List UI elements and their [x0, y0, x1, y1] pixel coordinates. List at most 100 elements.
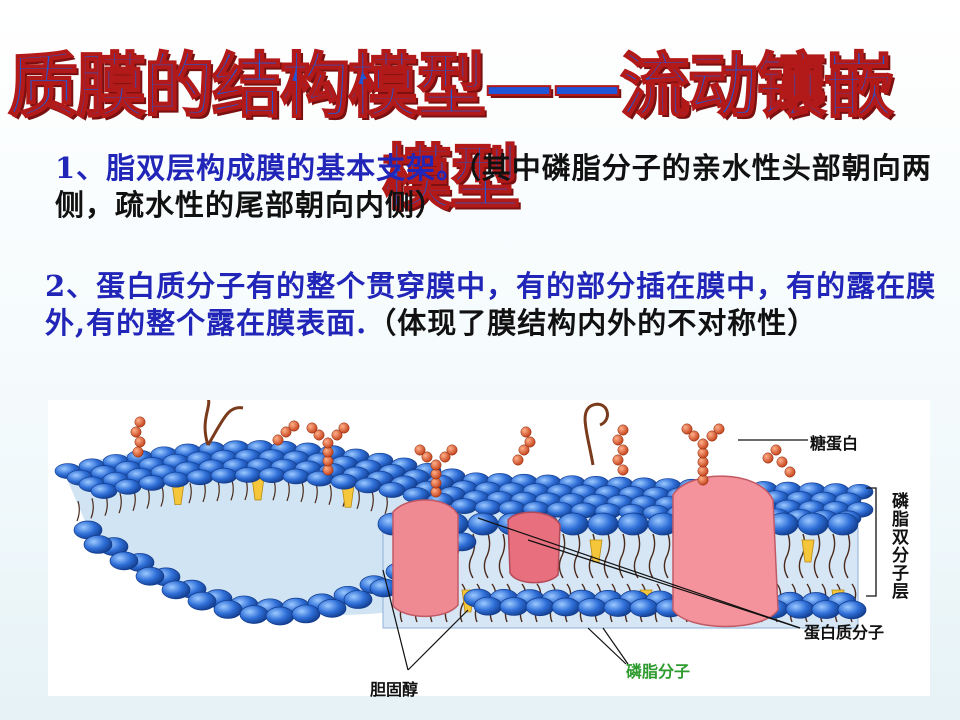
fatty-acid-tail	[160, 486, 164, 507]
fatty-acid-tail	[573, 533, 581, 579]
phospholipid-head	[525, 597, 555, 617]
fatty-acid-tail	[558, 533, 566, 579]
fatty-acid-tail	[230, 480, 234, 501]
fatty-acid-tail	[188, 483, 192, 504]
membrane-diagram: 糖蛋白 磷脂双分子层 蛋白质分子 磷脂分子 胆固醇	[48, 400, 930, 699]
phospholipid-head	[330, 473, 358, 490]
sugar-bead	[414, 444, 426, 456]
sugar-bead	[421, 451, 433, 463]
sugar-bead	[512, 454, 524, 466]
fatty-acid-tail	[828, 533, 836, 579]
fatty-acid-tail	[370, 491, 374, 512]
phospholipid-head	[90, 483, 118, 499]
phospholipid-head	[587, 512, 619, 536]
phospholipid-head	[138, 475, 166, 491]
sugar-bead	[762, 452, 774, 464]
carbohydrate-strand	[203, 400, 244, 446]
cholesterol-molecule	[589, 539, 603, 563]
phospholipid-head	[785, 599, 815, 619]
sugar-bead	[132, 446, 144, 458]
sugar-bead	[697, 438, 709, 450]
fatty-acid-tail	[783, 533, 791, 579]
fatty-acid-tail	[618, 533, 626, 579]
phospholipid-head	[186, 469, 214, 486]
cholesterol-molecule	[801, 539, 815, 563]
leader-line-chol	[382, 569, 409, 671]
phospholipid-head	[797, 512, 829, 536]
phospholipid-head	[827, 512, 859, 536]
phospholipid-head	[603, 598, 633, 617]
point-1-statement: 1、脂双层构成膜的基本支架。	[55, 151, 467, 185]
phospholipid-head	[282, 468, 310, 485]
phospholipid-head	[354, 477, 382, 494]
phospholipid-head	[239, 605, 269, 624]
phospholipid-head	[83, 535, 113, 554]
sugar-bead	[524, 436, 536, 448]
phospholipid-head	[837, 600, 867, 620]
phospholipid-head	[551, 597, 581, 617]
fatty-acid-tail	[648, 533, 656, 579]
sugar-bead	[288, 420, 300, 432]
sugar-bead	[784, 466, 796, 478]
fatty-acid-tail	[603, 533, 611, 579]
sugar-bead	[681, 423, 693, 435]
membrane-illustration	[54, 400, 877, 671]
label-cholesterol: 胆固醇	[370, 680, 419, 699]
carbohydrate-strand	[583, 402, 609, 466]
phospholipid-head	[557, 512, 589, 536]
sugar-bead	[617, 424, 629, 436]
leader-line-protein	[477, 517, 801, 629]
leader-line-protein	[527, 539, 801, 629]
phospholipid-head	[499, 597, 529, 616]
phospholipid-head	[234, 467, 262, 483]
sugar-bead	[272, 434, 284, 446]
fatty-acid-tail	[76, 500, 80, 522]
phospholipid-head	[629, 598, 659, 618]
sugar-bead	[612, 434, 624, 446]
phospholipid-head	[161, 580, 191, 600]
leader-line-chol	[407, 609, 469, 671]
leader-line-phospho	[602, 627, 629, 665]
phospholipid-head	[114, 478, 142, 495]
sugar-bead	[280, 426, 292, 438]
bilayer-bracket	[866, 487, 877, 597]
sugar-bead	[770, 444, 782, 456]
sugar-bead	[306, 422, 318, 434]
sugar-bead	[518, 444, 530, 456]
sugar-bead	[713, 423, 725, 435]
phospholipid-head	[378, 482, 406, 498]
fatty-acid-tail	[843, 533, 851, 579]
phospholipid-head	[473, 596, 503, 616]
sugar-bead	[520, 426, 532, 438]
sugar-bead	[617, 464, 629, 476]
phospholipid-head	[187, 591, 217, 611]
phospholipid-head	[291, 604, 321, 624]
sugar-bead	[612, 454, 624, 466]
phospholipid-head	[213, 600, 243, 619]
sugar-bead	[134, 436, 146, 448]
phospholipid-head	[135, 566, 165, 586]
sugar-bead	[706, 430, 718, 442]
sugar-bead	[130, 426, 142, 438]
point-2: 2、蛋白质分子有的整个贯穿膜中，有的部分插在膜中，有的露在膜外,有的整个露在膜表…	[45, 268, 950, 342]
phospholipid-head	[265, 606, 295, 626]
phospholipid-head	[617, 512, 649, 536]
phospholipid-head	[467, 512, 499, 536]
phospholipid-head	[343, 590, 373, 609]
sugar-bead	[331, 429, 343, 441]
fatty-acid-tail	[300, 481, 304, 503]
phospholipid-head	[109, 551, 139, 571]
label-phospholipid-bilayer: 磷脂双分子层	[888, 492, 908, 600]
sugar-bead	[430, 459, 442, 471]
leader-line-phospho	[587, 627, 627, 665]
phospholipid-head	[258, 467, 286, 484]
sugar-bead	[322, 437, 334, 449]
phospholipid-head	[474, 499, 502, 516]
point-2-statement: 2、蛋白质分子有的整个贯穿膜中，有的部分插在膜中，有的露在膜外,有的整个露在膜表…	[45, 269, 937, 340]
label-glycoprotein: 糖蛋白	[810, 434, 859, 453]
sugar-bead	[134, 416, 146, 428]
fatty-acid-tail	[663, 533, 671, 579]
fatty-acid-tail	[90, 498, 94, 519]
phospholipid-head	[210, 467, 238, 484]
fatty-acid-tail	[498, 533, 506, 579]
